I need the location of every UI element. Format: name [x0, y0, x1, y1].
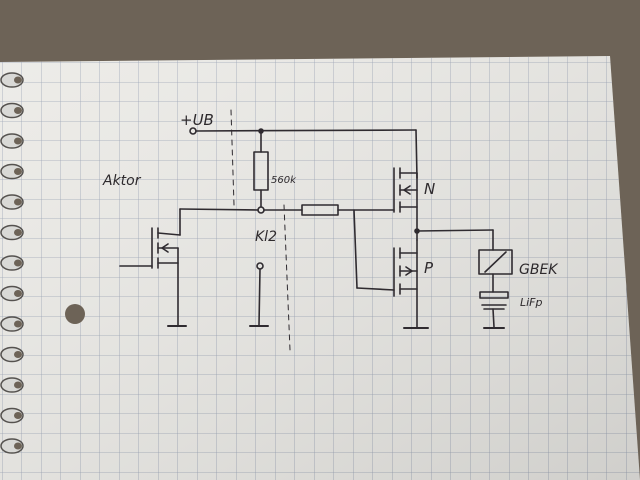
spiral-hole — [14, 351, 22, 358]
circuit-schematic — [119, 127, 513, 329]
spiral-ring — [0, 224, 24, 241]
aktor-mosfet — [119, 208, 187, 327]
nmos-label: N — [424, 180, 435, 198]
spiral-ring — [0, 255, 24, 271]
resistor-value-label: 560k — [271, 175, 297, 186]
spiral-hole — [14, 442, 22, 450]
p-mosfet — [393, 239, 429, 329]
battery-cell — [479, 291, 509, 329]
spiral-hole — [14, 137, 22, 145]
spiral-ring — [0, 163, 24, 180]
spiral-hole — [14, 76, 22, 84]
supply-label: +UB — [180, 111, 214, 129]
relay-label: GBEK — [519, 262, 559, 278]
supply-rail — [195, 129, 417, 132]
spiral-ring — [0, 407, 24, 424]
spiral-ring — [0, 285, 24, 302]
spiral-ring — [0, 438, 24, 454]
battery-label: LiFp — [520, 296, 543, 309]
spiral-hole — [14, 381, 22, 389]
spiral-hole — [14, 259, 22, 267]
dashed-boundary-lines — [230, 109, 291, 351]
aktor-label: Aktor — [102, 173, 142, 189]
spiral-ring — [0, 377, 24, 393]
spiral-ring — [0, 316, 24, 332]
spiral-ring — [0, 72, 24, 88]
grid-paper-sheet — [0, 56, 640, 480]
relay-coil — [478, 229, 513, 293]
spiral-hole — [14, 107, 22, 114]
spiral-hole — [14, 412, 22, 419]
terminal-label: Kl2 — [255, 229, 277, 245]
pmos-label: P — [424, 259, 434, 277]
output-line — [416, 229, 494, 232]
spiral-hole — [14, 229, 22, 236]
spiral-ring — [0, 194, 24, 210]
spiral-hole — [14, 320, 22, 328]
spiral-ring — [0, 102, 24, 119]
spiral-ring — [0, 133, 24, 149]
n-mosfet — [393, 129, 418, 241]
spiral-ring — [0, 346, 24, 363]
spiral-binding — [0, 72, 24, 454]
spiral-hole — [14, 198, 22, 206]
spiral-hole — [14, 168, 22, 175]
punched-hole — [65, 304, 85, 324]
spiral-hole — [14, 290, 22, 297]
